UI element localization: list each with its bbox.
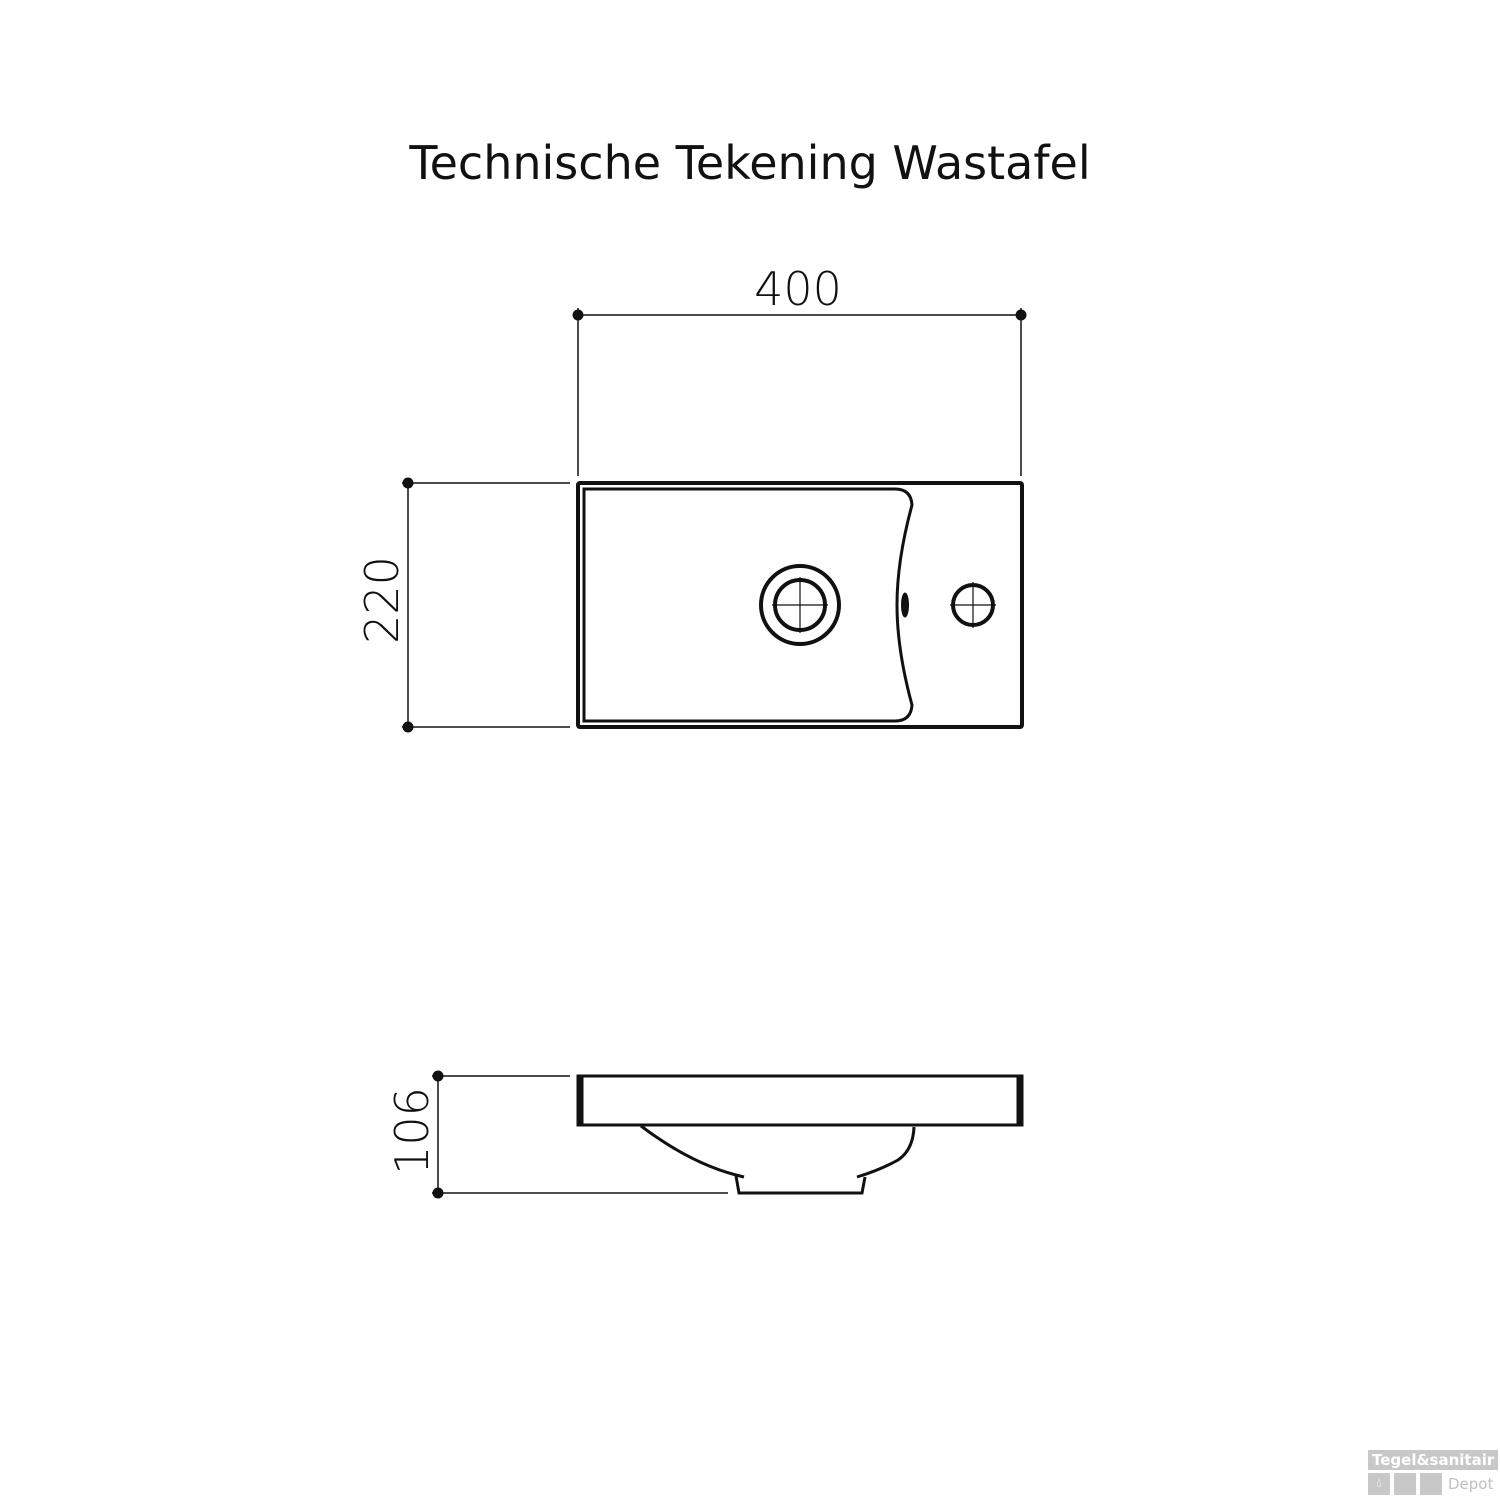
logo-line2: Depot: [1448, 1475, 1494, 1493]
width-dimension: [572, 308, 1027, 476]
sink-side-view: [576, 1074, 1024, 1195]
overflow: [901, 592, 909, 618]
sink-top-view: [576, 481, 1024, 729]
brand-logo: Tegel&sanitair 💧︎ Depot: [1368, 1450, 1498, 1495]
drain-outer: [759, 564, 841, 646]
page-title: Technische Tekening Wastafel: [409, 136, 1091, 190]
water-drop-icon: 💧︎: [1368, 1473, 1390, 1495]
depth-label: 220: [355, 556, 409, 644]
depth-dimension: [402, 477, 570, 733]
logo-line1: Tegel&sanitair: [1368, 1450, 1498, 1470]
logo-tile: [1420, 1473, 1442, 1495]
height-label: 106: [385, 1087, 439, 1175]
height-dimension: [432, 1070, 728, 1199]
logo-tile: [1394, 1473, 1416, 1495]
width-label: 400: [754, 262, 842, 316]
